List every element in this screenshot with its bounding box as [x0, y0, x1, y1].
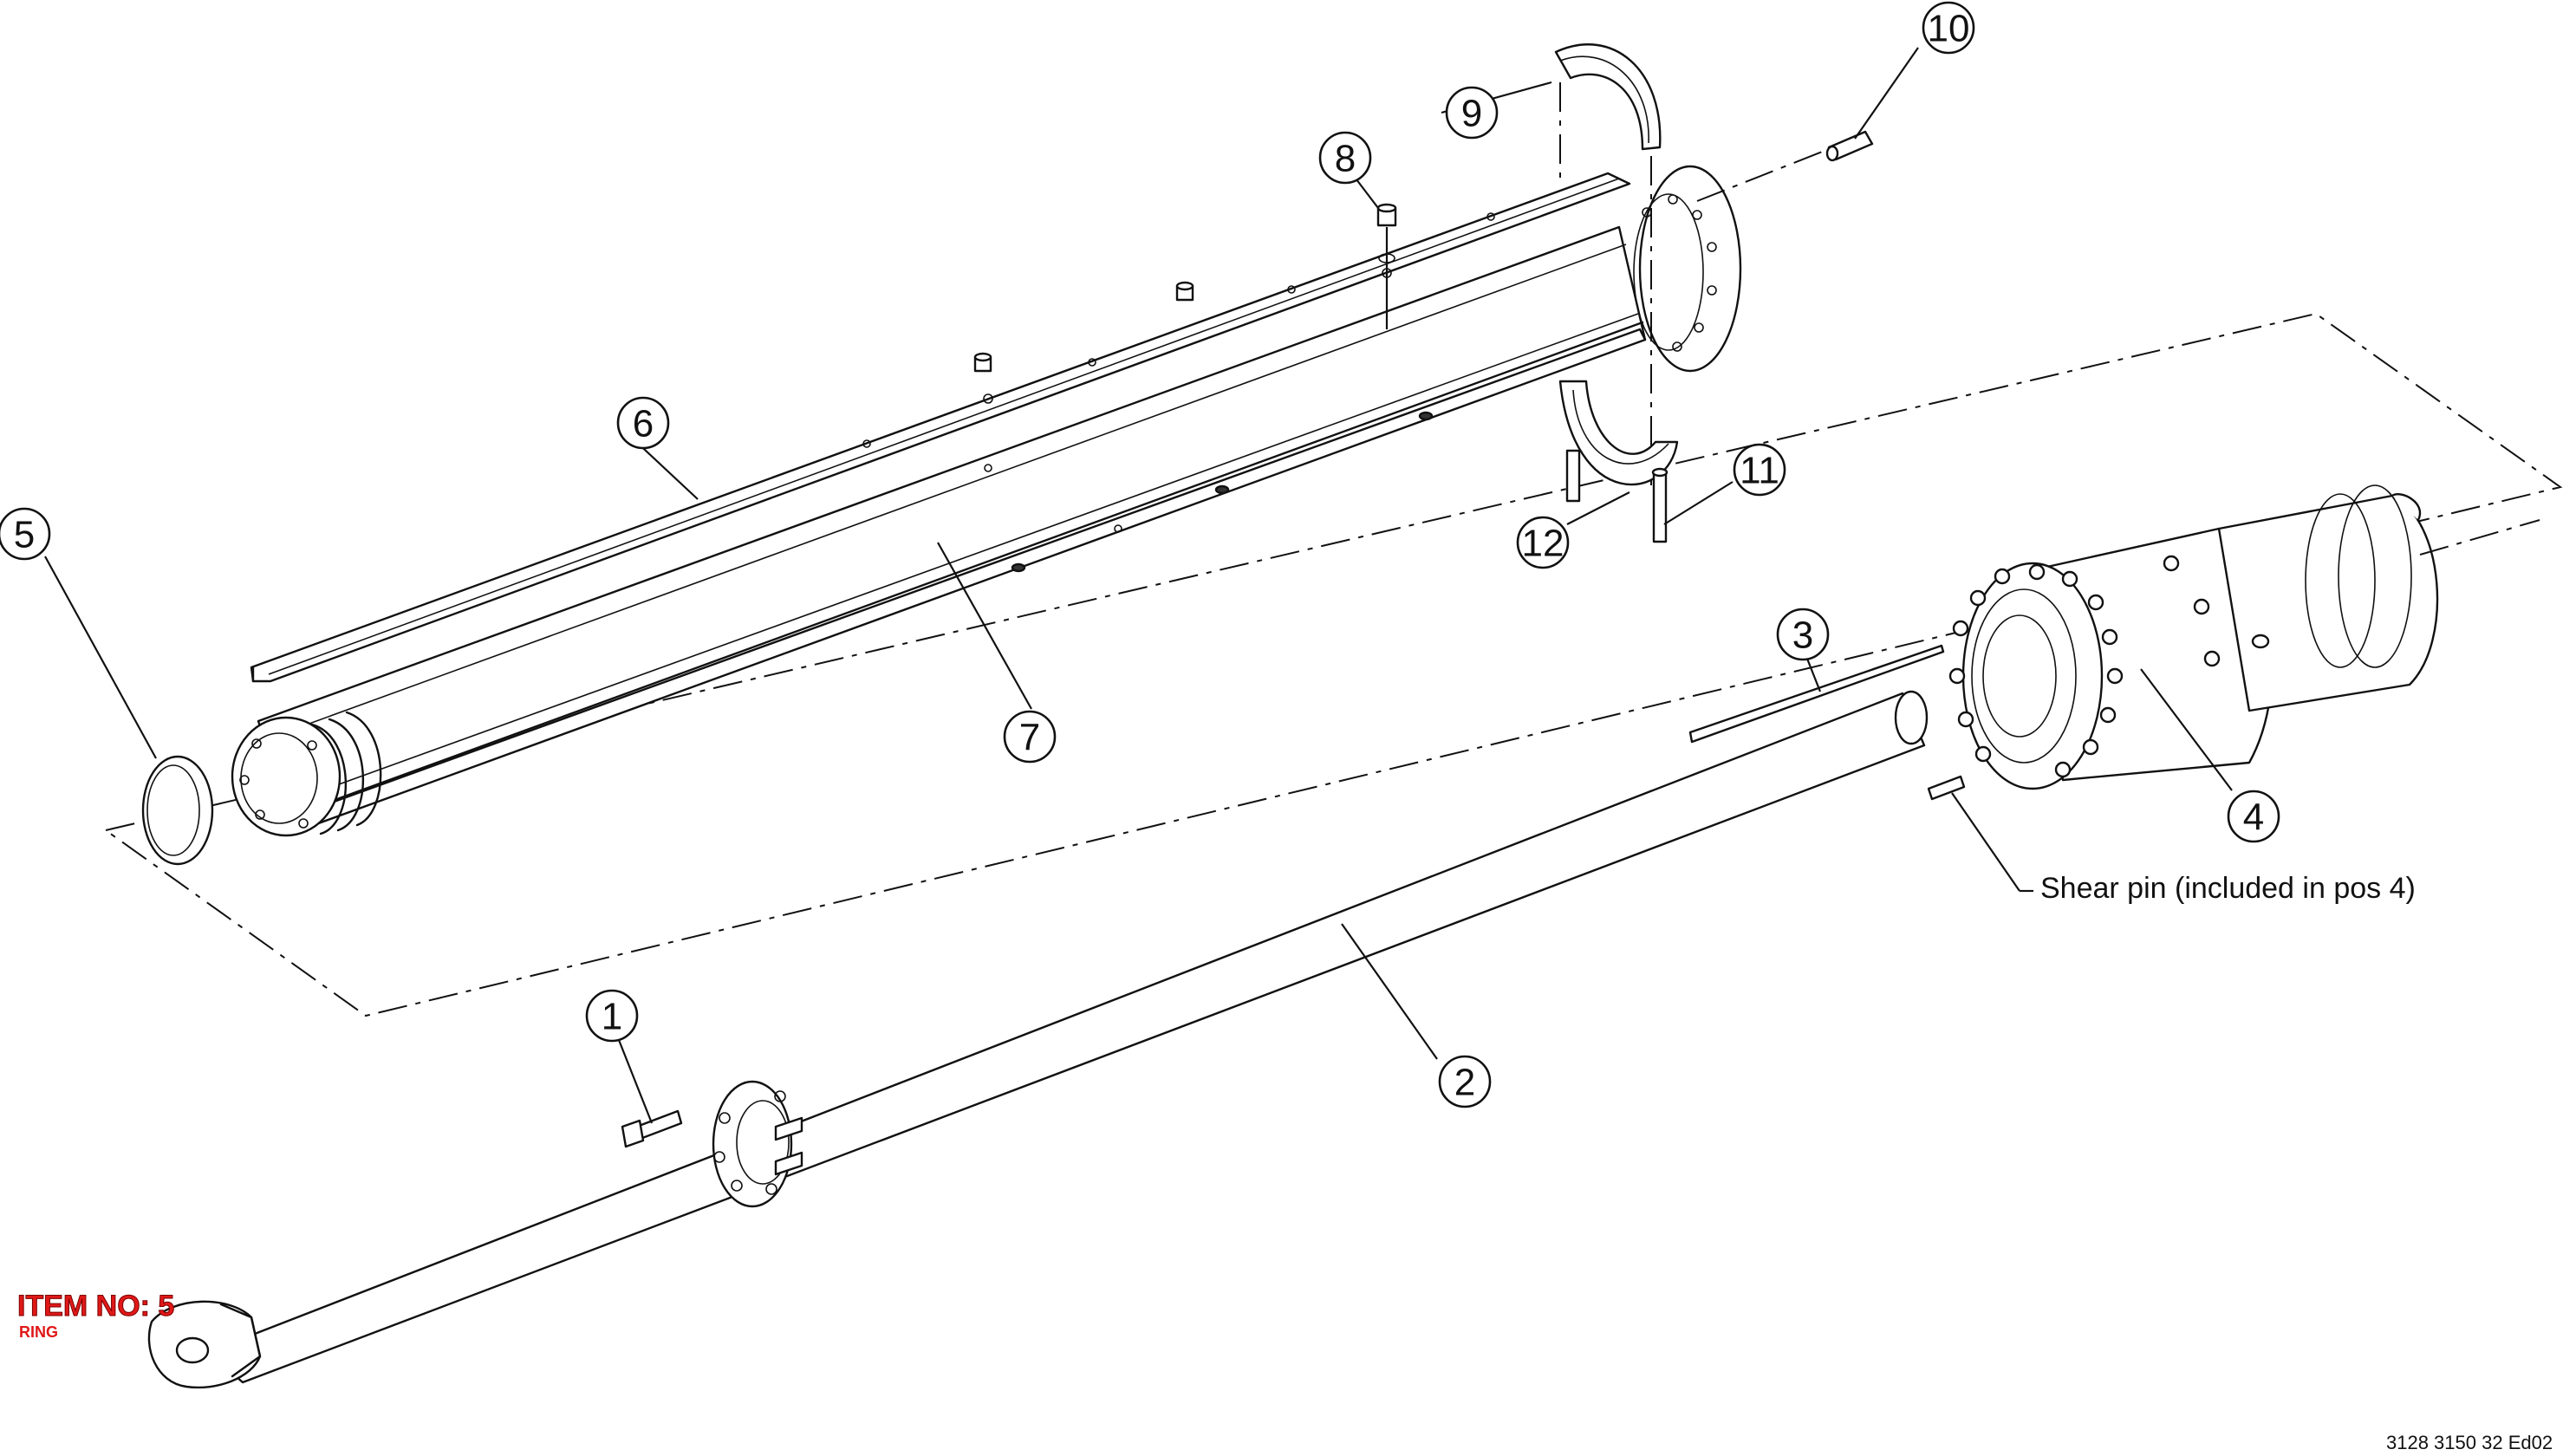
svg-text:10: 10: [1928, 8, 1970, 50]
part-4-actuator: [1948, 484, 2540, 790]
callout-1: 1: [585, 989, 639, 1043]
part-2-rod: [147, 690, 1929, 1389]
callout-2: 2: [1438, 1055, 1492, 1108]
svg-text:8: 8: [1335, 138, 1356, 180]
svg-text:3: 3: [1792, 614, 1813, 657]
callout-10: 10: [1922, 1, 1975, 55]
svg-text:6: 6: [633, 403, 654, 445]
part-1-screw: [621, 1109, 683, 1148]
callout-4: 4: [2227, 790, 2280, 843]
svg-text:5: 5: [14, 514, 35, 556]
part-10-pin: [1696, 130, 1874, 202]
svg-text:12: 12: [1522, 523, 1564, 565]
item-number-label: ITEM NO: 5: [17, 1290, 174, 1323]
svg-text:7: 7: [1019, 717, 1040, 759]
callout-3: 3: [1776, 608, 1830, 661]
document-id: 3128 3150 32 Ed02: [2386, 1432, 2553, 1453]
part-3-key: [1688, 644, 1945, 744]
svg-text:2: 2: [1454, 1062, 1475, 1104]
part-4-bolts: [1948, 555, 2221, 778]
callout-11: 11: [1733, 443, 1786, 497]
svg-text:4: 4: [2243, 796, 2264, 839]
shear-pin: [1927, 775, 1966, 801]
callout-8: 8: [1318, 131, 1372, 185]
callout-6: 6: [616, 396, 670, 450]
leader-lines: [44, 47, 2233, 1124]
part-12-lower-clamp: [1558, 380, 1679, 543]
item-name-label: RING: [19, 1323, 58, 1341]
callout-12: 12: [1516, 516, 1570, 569]
part-7-tube: [231, 165, 1742, 837]
shear-pin-note: Shear pin (included in pos 4): [2040, 872, 2416, 905]
callout-9: 9: [1445, 86, 1499, 140]
part-8-screws: [973, 203, 1397, 373]
svg-text:9: 9: [1461, 93, 1482, 135]
callout-7: 7: [1003, 710, 1057, 764]
part-5-ring: [141, 755, 214, 866]
callout-5: 5: [0, 507, 51, 561]
part-6-strip: [250, 172, 1631, 683]
svg-text:11: 11: [1740, 450, 1779, 492]
part-9-upper-clamp: [1554, 43, 1662, 485]
svg-text:1: 1: [602, 996, 622, 1038]
